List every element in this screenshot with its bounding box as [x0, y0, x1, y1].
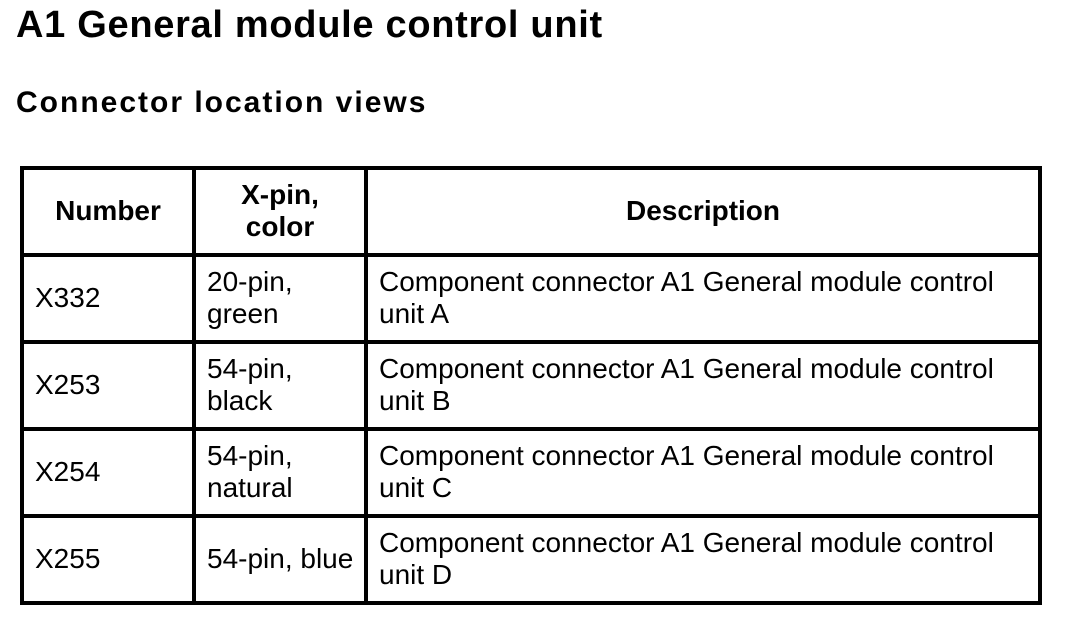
- cell-number: X254: [20, 426, 196, 518]
- cell-description: Component connector A1 General module co…: [364, 339, 1042, 431]
- cell-pin-color: 54-pin, blue: [192, 513, 368, 605]
- cell-pin-color: 54-pin, natural: [192, 426, 368, 518]
- cell-number: X253: [20, 339, 196, 431]
- cell-description: Component connector A1 General module co…: [364, 426, 1042, 518]
- column-header-description: Description: [364, 165, 1042, 257]
- page-title: A1 General module control unit: [16, 4, 603, 46]
- cell-number: X255: [20, 513, 196, 605]
- section-title: Connector location views: [16, 85, 428, 119]
- column-header-pin-color: X-pin, color: [192, 165, 368, 257]
- table-header-row: Number X-pin, color Description: [20, 165, 1042, 257]
- cell-pin-color: 20-pin, green: [192, 252, 368, 344]
- cell-number: X332: [20, 252, 196, 344]
- document-page: A1 General module control unit Connector…: [0, 3, 1072, 605]
- cell-description: Component connector A1 General module co…: [364, 513, 1042, 605]
- table-header: Number X-pin, color Description: [20, 165, 1042, 257]
- column-header-number: Number: [20, 165, 196, 257]
- cell-description: Component connector A1 General module co…: [364, 252, 1042, 344]
- cell-pin-color: 54-pin, black: [192, 339, 368, 431]
